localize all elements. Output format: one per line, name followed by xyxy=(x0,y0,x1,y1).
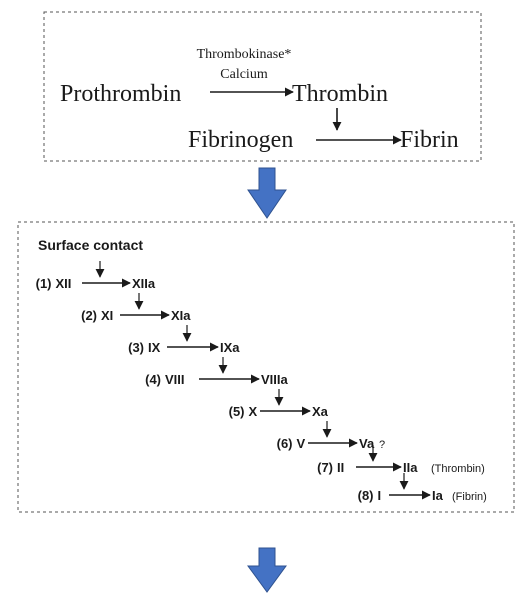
step-2-factor: XI xyxy=(101,308,113,323)
step-3-activated: IXa xyxy=(220,340,240,355)
step-8-factor: I xyxy=(378,488,382,503)
fibrin-label: Fibrin xyxy=(400,127,459,153)
step-6-label: (6) xyxy=(277,436,293,451)
flow-down-arrow-icon-bottom xyxy=(247,547,287,593)
step-5-factor: X xyxy=(249,404,258,419)
step-2-label: (2) xyxy=(81,308,97,323)
step-1-activated: XIIa xyxy=(132,276,156,291)
step-4-activated: VIIIa xyxy=(261,372,289,387)
step-8-note: (Fibrin) xyxy=(452,491,487,503)
step-2-activated: XIa xyxy=(171,308,191,323)
step-5-activated: Xa xyxy=(312,404,329,419)
flow-down-arrow-icon xyxy=(247,167,287,219)
step-1-label: (1) xyxy=(36,276,52,291)
prothrombin-label: Prothrombin xyxy=(60,81,181,107)
catalyst-label-calcium: Calcium xyxy=(220,67,268,82)
step-7-label: (7) xyxy=(317,460,333,475)
step-3-label: (3) xyxy=(128,340,144,355)
step-7-activated: IIa xyxy=(403,460,418,475)
step-6-note: ? xyxy=(379,439,385,451)
step-4-factor: VIII xyxy=(165,372,185,387)
fibrinogen-label: Fibrinogen xyxy=(188,127,293,153)
step-4-label: (4) xyxy=(145,372,161,387)
step-6-factor: V xyxy=(297,436,306,451)
catalyst-label-thrombokinase: Thrombokinase* xyxy=(197,47,292,62)
cascade-panel-frame xyxy=(17,221,515,513)
surface-contact-label: Surface contact xyxy=(38,237,143,253)
step-6-activated: Va xyxy=(359,436,375,451)
step-3-factor: IX xyxy=(148,340,161,355)
thrombin-label: Thrombin xyxy=(292,81,388,107)
step-8-activated: Ia xyxy=(432,488,444,503)
step-7-factor: II xyxy=(337,460,344,475)
step-7-note: (Thrombin) xyxy=(431,463,485,475)
step-8-label: (8) xyxy=(358,488,374,503)
step-1-factor: XII xyxy=(56,276,72,291)
top-panel-frame xyxy=(43,11,482,162)
step-5-label: (5) xyxy=(229,404,245,419)
